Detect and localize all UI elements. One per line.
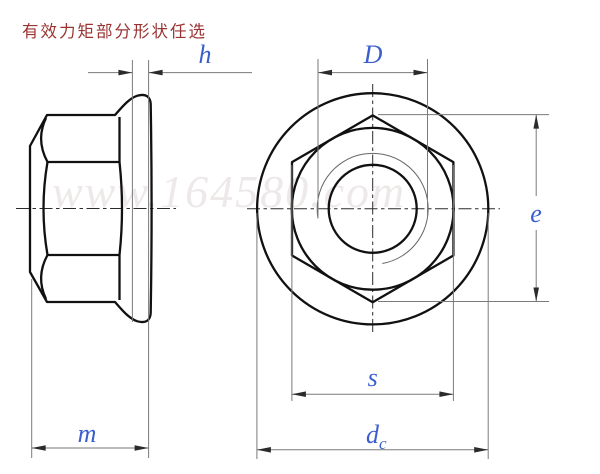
e-label: e [530, 199, 542, 228]
side-view-outline [28, 93, 153, 324]
h-label: h [199, 40, 212, 69]
hexagon [290, 114, 455, 304]
chamfer-arc-middle-face [42, 161, 49, 256]
chamfer-arc-bottom-face [39, 254, 49, 300]
flange-circle [255, 92, 490, 326]
dimension-s: s [291, 165, 454, 401]
s-arrowhead-left [291, 391, 306, 397]
e-arrowhead-bottom [533, 287, 539, 302]
h-arrowhead-right [148, 69, 163, 76]
m-arrowhead-left [31, 445, 46, 451]
annotation-note: 有效力矩部分形状任选 [22, 22, 207, 41]
dimension-dc: dc [256, 213, 489, 459]
dc-arrowhead-right [474, 447, 489, 453]
D-arrowhead-right [413, 69, 428, 76]
dimension-m: m [31, 279, 149, 458]
h-arrowhead-left [118, 69, 133, 76]
dc-label-base: d [366, 420, 380, 449]
dimension-e: e [378, 114, 549, 302]
side-view [16, 93, 176, 324]
thread-major-arc [316, 152, 429, 264]
thread-hole-circle [327, 163, 418, 254]
dc-label: dc [366, 420, 387, 453]
D-label: D [363, 40, 383, 69]
chamfer-arc-top-face [39, 117, 49, 163]
m-arrowhead-right [134, 445, 149, 451]
dc-label-subscript: c [379, 434, 387, 453]
dc-arrowhead-left [256, 447, 271, 453]
e-arrowhead-top [533, 114, 539, 129]
dimension-h: h [88, 40, 252, 458]
s-label: s [368, 363, 378, 392]
D-arrowhead-left [318, 69, 332, 76]
watermark-text: www.164580.com [52, 166, 406, 217]
m-label: m [78, 419, 97, 448]
s-arrowhead-right [439, 391, 454, 397]
hex-flange-junction-line [118, 117, 124, 300]
dimension-D: D [317, 40, 428, 218]
